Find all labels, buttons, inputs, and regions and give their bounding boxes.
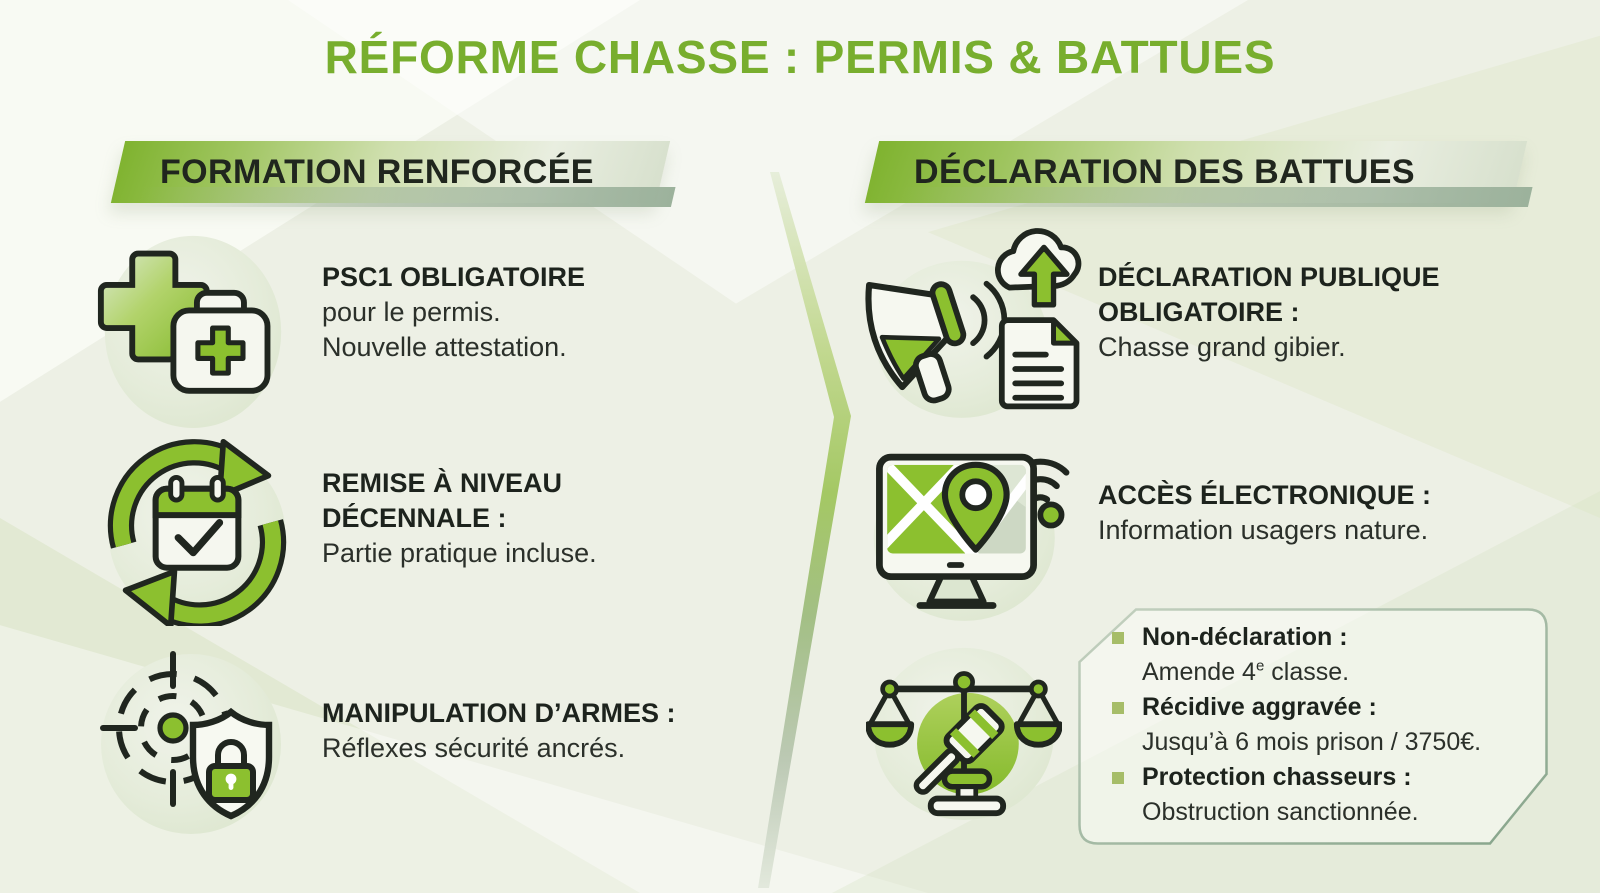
bullet-detail-text: classe.: [1264, 658, 1350, 686]
feature-psc1: PSC1 OBLIGATOIRE pour le permis. Nouvell…: [95, 232, 735, 442]
bullet-detail-sup: e: [1255, 657, 1265, 675]
feature-text: REMISE À NIVEAU DÉCENNALE : Partie prati…: [322, 466, 597, 571]
page-title: RÉFORME CHASSE : PERMIS & BATTUES: [324, 31, 1276, 83]
justice-scale-gavel-icon: [866, 647, 1062, 821]
feature-acces-electronique: ACCÈS ÉLECTRONIQUE : Information usagers…: [864, 430, 1564, 630]
list-item: Non-déclaration : Amende 4e classe.: [1112, 620, 1534, 689]
sanctions-list: Non-déclaration : Amende 4e classe. Réci…: [1112, 620, 1534, 830]
renewal-calendar-icon: [107, 438, 287, 626]
bullet-square-icon: [1112, 632, 1124, 644]
feature-title: DÉCLARATION PUBLIQUE: [1098, 262, 1440, 292]
left-section-banner: FORMATION RENFORCÉE: [110, 141, 671, 203]
bullet-label: Non-déclaration :: [1142, 623, 1348, 651]
first-aid-kit-icon: [97, 235, 282, 428]
right-section-header: DÉCLARATION DES BATTUES: [914, 153, 1415, 191]
feature-text: MANIPULATION D’ARMES : Réflexes sécurité…: [322, 696, 675, 766]
bullet-detail: Amende 4e classe.: [1142, 655, 1534, 689]
feature-title: DÉCENNALE :: [322, 503, 507, 533]
feature-title: REMISE À NIVEAU: [322, 468, 563, 498]
feature-text: PSC1 OBLIGATOIRE pour le permis. Nouvell…: [322, 260, 585, 365]
feature-manipulation-armes: MANIPULATION D’ARMES : Réflexes sécurité…: [93, 640, 753, 840]
feature-title: OBLIGATOIRE :: [1098, 297, 1300, 327]
feature-line: pour le permis.: [322, 297, 501, 327]
bullet-detail-text: Amende 4: [1142, 658, 1256, 686]
feature-title: PSC1 OBLIGATOIRE: [322, 262, 586, 292]
feature-declaration-publique: DÉCLARATION PUBLIQUE OBLIGATOIRE : Chass…: [862, 228, 1562, 438]
feature-line: Partie pratique incluse.: [322, 538, 597, 568]
monitor-map-wifi-icon: [873, 453, 1070, 621]
right-section-banner: DÉCLARATION DES BATTUES: [864, 141, 1528, 203]
feature-line: Nouvelle attestation.: [322, 332, 567, 362]
feature-title: MANIPULATION D’ARMES :: [322, 698, 676, 728]
feature-sanctions-icon: [866, 642, 1066, 827]
feature-title: ACCÈS ÉLECTRONIQUE :: [1098, 480, 1432, 510]
list-item: Récidive aggravée : Jusqu’à 6 mois priso…: [1112, 690, 1534, 759]
bullet-detail-text: Jusqu’à 6 mois prison / 3750€.: [1142, 728, 1482, 756]
bullet-label: Récidive aggravée :: [1142, 693, 1377, 721]
megaphone-cloud-upload-icon: [865, 228, 1082, 418]
bullet-detail: Jusqu’à 6 mois prison / 3750€.: [1142, 725, 1534, 759]
bullet-detail: Obstruction sanctionnée.: [1142, 795, 1534, 829]
sanctions-box-frame: [1078, 608, 1548, 845]
bullet-square-icon: [1112, 702, 1124, 714]
feature-text: DÉCLARATION PUBLIQUE OBLIGATOIRE : Chass…: [1098, 260, 1440, 365]
bullet-detail-text: Obstruction sanctionnée.: [1142, 798, 1419, 826]
list-item: Protection chasseurs : Obstruction sanct…: [1112, 760, 1534, 829]
left-section-header: FORMATION RENFORCÉE: [160, 153, 594, 191]
bullet-label: Protection chasseurs :: [1142, 763, 1412, 791]
target-shield-lock-icon: [100, 651, 281, 834]
sanctions-box: Non-déclaration : Amende 4e classe. Réci…: [1078, 608, 1548, 845]
feature-line: Réflexes sécurité ancrés.: [322, 733, 626, 763]
feature-remise-a-niveau: REMISE À NIVEAU DÉCENNALE : Partie prati…: [103, 438, 743, 638]
feature-line: Information usagers nature.: [1098, 515, 1429, 545]
feature-text: ACCÈS ÉLECTRONIQUE : Information usagers…: [1098, 478, 1431, 548]
bullet-square-icon: [1112, 772, 1124, 784]
feature-line: Chasse grand gibier.: [1098, 332, 1346, 362]
